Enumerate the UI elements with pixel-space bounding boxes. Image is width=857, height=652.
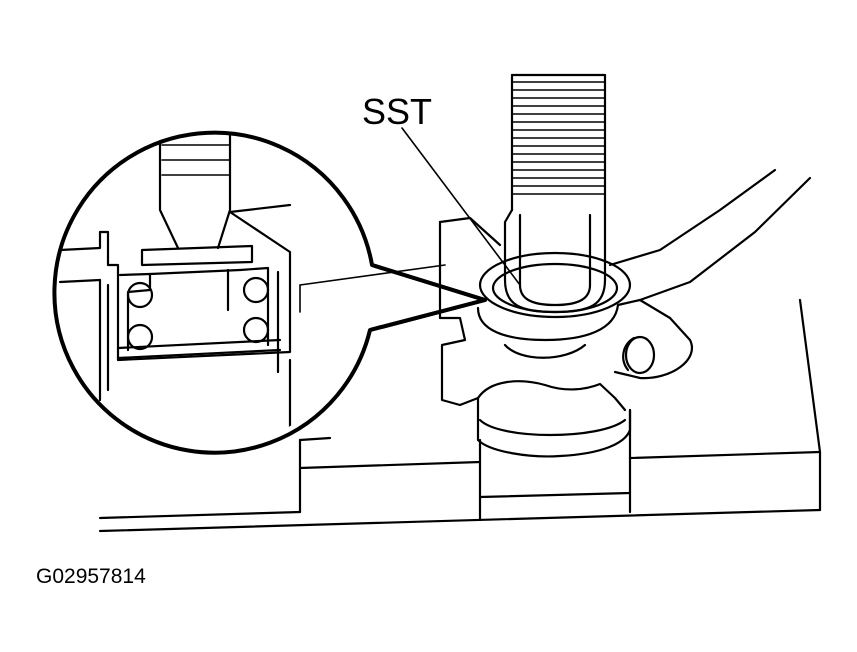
bearing-detail bbox=[58, 132, 292, 442]
sst-leader-line bbox=[401, 127, 521, 286]
sst-press-tool bbox=[503, 73, 607, 314]
magnified-callout bbox=[52, 130, 487, 455]
figure-code: G02957814 bbox=[36, 565, 146, 588]
steering-knuckle bbox=[438, 168, 812, 458]
sst-label: SST bbox=[362, 91, 432, 132]
housing-base bbox=[98, 264, 822, 533]
